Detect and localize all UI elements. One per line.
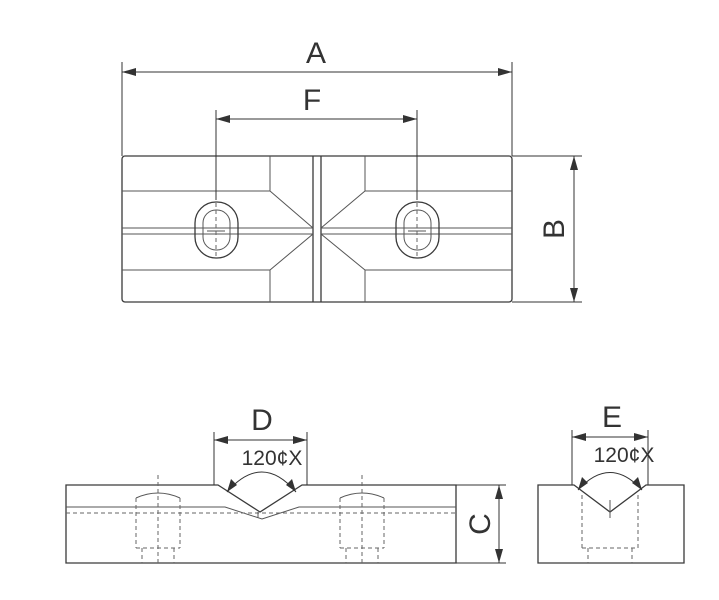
dimension-c: C bbox=[456, 484, 506, 564]
label-f: F bbox=[303, 84, 321, 117]
dimension-f: F bbox=[215, 84, 418, 200]
dimension-a: A bbox=[121, 37, 513, 156]
label-c: C bbox=[464, 513, 497, 535]
label-d: D bbox=[251, 404, 273, 437]
front-view-outline bbox=[65, 484, 457, 564]
dimension-e: E 120¢X bbox=[571, 401, 655, 491]
right-mounting-slot bbox=[395, 201, 440, 259]
label-b: B bbox=[538, 219, 571, 239]
top-view bbox=[121, 155, 513, 303]
dimension-d: D 120¢X bbox=[213, 404, 308, 493]
angle-label-side: 120¢X bbox=[594, 444, 655, 467]
side-view bbox=[537, 484, 685, 564]
front-view bbox=[65, 475, 457, 564]
dimension-b: B bbox=[512, 155, 582, 303]
angle-label-front: 120¢X bbox=[242, 447, 303, 470]
left-mounting-slot bbox=[194, 201, 239, 259]
side-view-outline bbox=[537, 484, 685, 564]
label-a: A bbox=[306, 37, 326, 70]
top-view-outline bbox=[121, 155, 513, 303]
label-e: E bbox=[602, 401, 622, 434]
